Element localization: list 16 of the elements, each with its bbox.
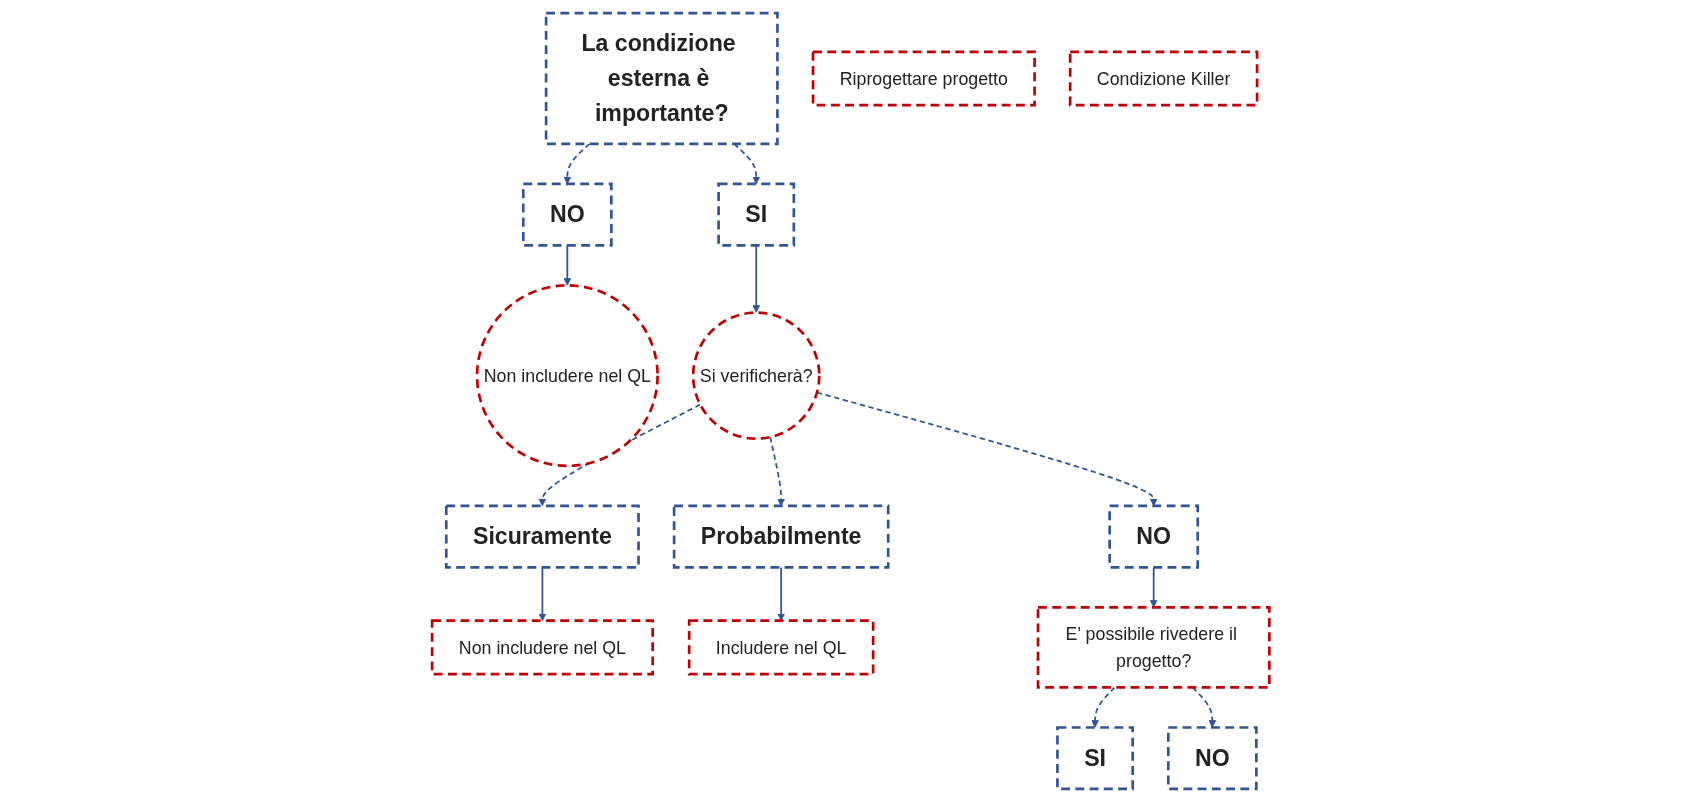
node-box: SI (717, 182, 796, 247)
node-box: Riprogettare progetto (811, 50, 1037, 107)
node-box: Includere nel QL (688, 618, 875, 675)
node-box: NO (1167, 725, 1258, 790)
node-circle: Non includere nel QL (476, 283, 660, 467)
node-box: Probabilmente (673, 504, 890, 569)
node-box: Sicuramente (445, 504, 641, 569)
node-box: Non includere nel QL (431, 618, 655, 675)
node-circle: Si verificherà? (692, 310, 821, 440)
node-box: Condizione Killer (1069, 50, 1259, 107)
node-box: NO (1108, 504, 1200, 569)
node-box: E’ possibile rivedere il progetto? (1036, 605, 1271, 689)
node-box: La condizione esterna è importante? (545, 11, 780, 145)
node-box: SI (1056, 725, 1135, 790)
node-box: NO (522, 182, 613, 247)
arrow (816, 391, 1158, 506)
